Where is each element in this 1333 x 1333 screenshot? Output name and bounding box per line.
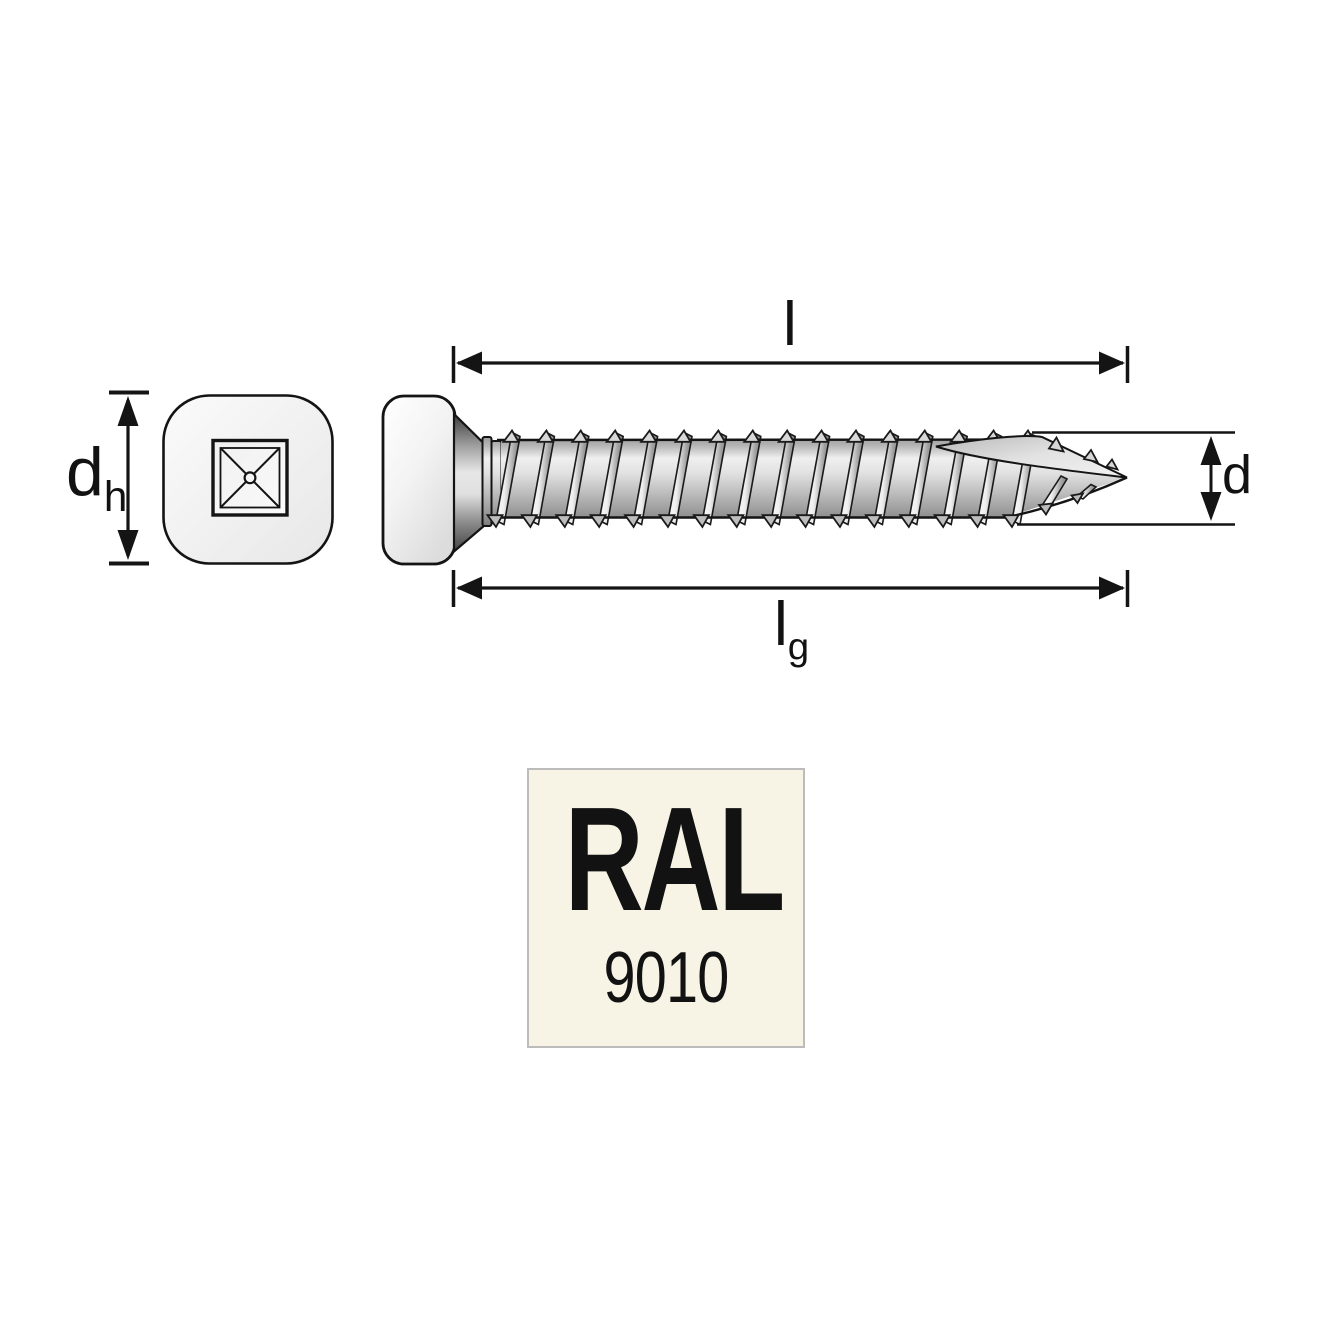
thread-diameter-label: d <box>1222 448 1252 502</box>
dimension-thread-diameter <box>1017 431 1235 526</box>
thread-length-label: lg <box>774 594 809 667</box>
thread-diameter-symbol: d <box>1222 445 1253 505</box>
ral-color-code: 9010 <box>603 938 730 1018</box>
dimension-thread-length <box>451 570 1130 607</box>
ral-standard-label: RAL <box>564 777 786 942</box>
point-threads <box>1037 474 1098 517</box>
total-length-symbol: l <box>783 290 797 359</box>
serrated-flute <box>935 435 1128 479</box>
dimension-head-diameter <box>109 390 149 566</box>
ral-color-swatch: RAL 9010 <box>527 768 805 1048</box>
thread-length-subscript: g <box>787 625 810 669</box>
head-diameter-subscript: h <box>103 473 128 521</box>
head-diameter-label: dh <box>66 438 127 518</box>
screw-side-view <box>381 394 1128 566</box>
head-diameter-symbol: d <box>66 434 104 510</box>
thread-length-symbol: l <box>774 590 788 659</box>
screw-head-side <box>381 394 457 566</box>
square-drive-recess-icon <box>211 438 289 517</box>
collar-ring <box>481 436 493 527</box>
dimension-total-length <box>451 346 1130 383</box>
total-length-label: l <box>783 294 797 356</box>
screw-head-front-view <box>162 394 334 565</box>
